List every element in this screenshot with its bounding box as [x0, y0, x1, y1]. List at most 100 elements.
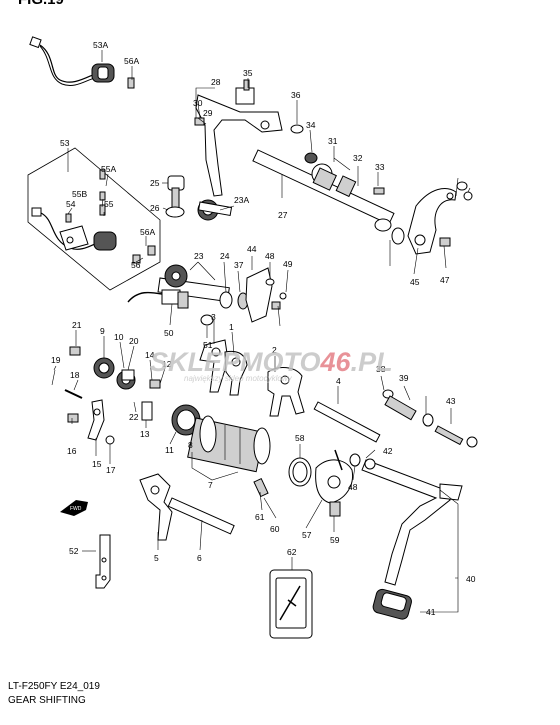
part-bolt-25 [165, 175, 185, 218]
callout-38-a: 38 [376, 364, 386, 374]
part-harness-53a [29, 36, 135, 89]
part-fork-3 [199, 339, 229, 393]
part-shift-drum-8 [171, 404, 271, 473]
callout-42: 42 [383, 446, 393, 456]
part-arm-5 [139, 473, 235, 541]
part-switch-50 [127, 289, 214, 326]
callout-45: 45 [410, 277, 420, 287]
callout-53a: 53A [93, 40, 108, 50]
callout-47: 47 [440, 275, 450, 285]
watermark-brand-prefix: SKLEPMOTO [150, 347, 321, 377]
model-code: LT-F250FY E24_019 [8, 681, 100, 692]
watermark: SKLEPMOTO46.PL największy sklep motocykl… [150, 347, 393, 383]
callout-labels: 53A 56A 28 35 30 29 36 34 33 31 32 53 55… [51, 40, 476, 617]
callout-10: 10 [114, 332, 124, 342]
part-label-62 [269, 569, 313, 639]
callout-50: 50 [164, 328, 174, 338]
part-cam-plate-57 [253, 449, 361, 517]
callout-13: 13 [140, 429, 150, 439]
callout-40: 40 [466, 574, 476, 584]
callout-8: 8 [188, 440, 193, 450]
callout-49: 49 [283, 259, 293, 269]
part-pin-39 [382, 389, 478, 448]
callout-9: 9 [100, 326, 105, 336]
callout-26: 26 [150, 203, 160, 213]
callout-56a-b: 56A [140, 227, 155, 237]
callout-34: 34 [306, 120, 316, 130]
callout-24: 24 [220, 251, 230, 261]
part-bracket-52 [95, 534, 111, 589]
callout-19: 19 [51, 355, 61, 365]
part-cam-stopper [51, 346, 161, 399]
callout-36: 36 [291, 90, 301, 100]
callout-55a: 55A [101, 164, 116, 174]
callout-60: 60 [270, 524, 280, 534]
callout-33: 33 [375, 162, 385, 172]
callout-25: 25 [150, 178, 160, 188]
callout-27: 27 [278, 210, 288, 220]
callout-54: 54 [66, 199, 76, 209]
callout-7: 7 [208, 480, 213, 490]
callout-20: 20 [129, 336, 139, 346]
callout-23a: 23A [234, 195, 249, 205]
callout-37: 37 [234, 260, 244, 270]
callout-5: 5 [154, 553, 159, 563]
callout-44: 44 [247, 244, 257, 254]
callout-51: 51 [203, 340, 213, 350]
callout-17: 17 [106, 465, 116, 475]
part-cam-23 [157, 264, 287, 323]
kit-outline-53 [27, 147, 161, 291]
callout-41: 41 [426, 607, 436, 617]
watermark-brand-suffix: .PL [351, 347, 393, 377]
callout-15: 15 [92, 459, 102, 469]
figure-title: GEAR SHIFTING [8, 695, 86, 706]
svg-text:SKLEPMOTO46.PL: SKLEPMOTO46.PL [150, 347, 393, 377]
callout-32: 32 [353, 153, 363, 163]
callout-43: 43 [446, 396, 456, 406]
callout-1: 1 [229, 322, 234, 332]
callout-52: 52 [69, 546, 79, 556]
part-stopper-45 [407, 181, 473, 255]
part-fork-1 [224, 350, 248, 396]
callout-31: 31 [328, 136, 338, 146]
leader-lines [53, 50, 471, 613]
callout-21: 21 [72, 320, 82, 330]
watermark-tagline: największy sklep motocyklowy [184, 374, 293, 383]
part-fork-2 [267, 367, 305, 417]
figure-heading: FIG.19 [18, 0, 64, 8]
callout-57: 57 [302, 530, 312, 540]
watermark-brand-accent: 46 [320, 347, 352, 377]
callout-2: 2 [272, 345, 277, 355]
callout-18: 18 [70, 370, 80, 380]
callout-30: 30 [193, 98, 203, 108]
part-neutral-switch-53 [31, 169, 156, 264]
callout-22: 22 [129, 412, 139, 422]
callout-23: 23 [194, 251, 204, 261]
callout-56: 56 [131, 260, 141, 270]
callout-55b: 55B [72, 189, 87, 199]
callout-62: 62 [287, 547, 297, 557]
callout-48: 48 [265, 251, 275, 261]
callout-16: 16 [67, 446, 77, 456]
callout-12: 12 [162, 359, 172, 369]
part-shift-shaft-27 [194, 79, 405, 245]
callout-48-b: 48 [348, 482, 358, 492]
part-plate-22 [67, 399, 153, 445]
callout-55: 55 [104, 199, 114, 209]
part-pawl-23a [197, 199, 233, 221]
fwd-arrow-icon: FWD [60, 500, 88, 516]
part-fork-shaft-4 [313, 401, 381, 443]
callout-61: 61 [255, 512, 265, 522]
callout-39: 39 [399, 373, 409, 383]
callout-28: 28 [211, 77, 221, 87]
callout-11: 11 [165, 445, 174, 455]
callout-53: 53 [60, 138, 70, 148]
callout-14: 14 [145, 350, 155, 360]
callout-29: 29 [203, 108, 213, 118]
callout-56a: 56A [124, 56, 139, 66]
callout-3: 3 [211, 312, 216, 322]
callout-59: 59 [330, 535, 340, 545]
callout-6: 6 [197, 553, 202, 563]
svg-text:FWD: FWD [70, 506, 82, 512]
